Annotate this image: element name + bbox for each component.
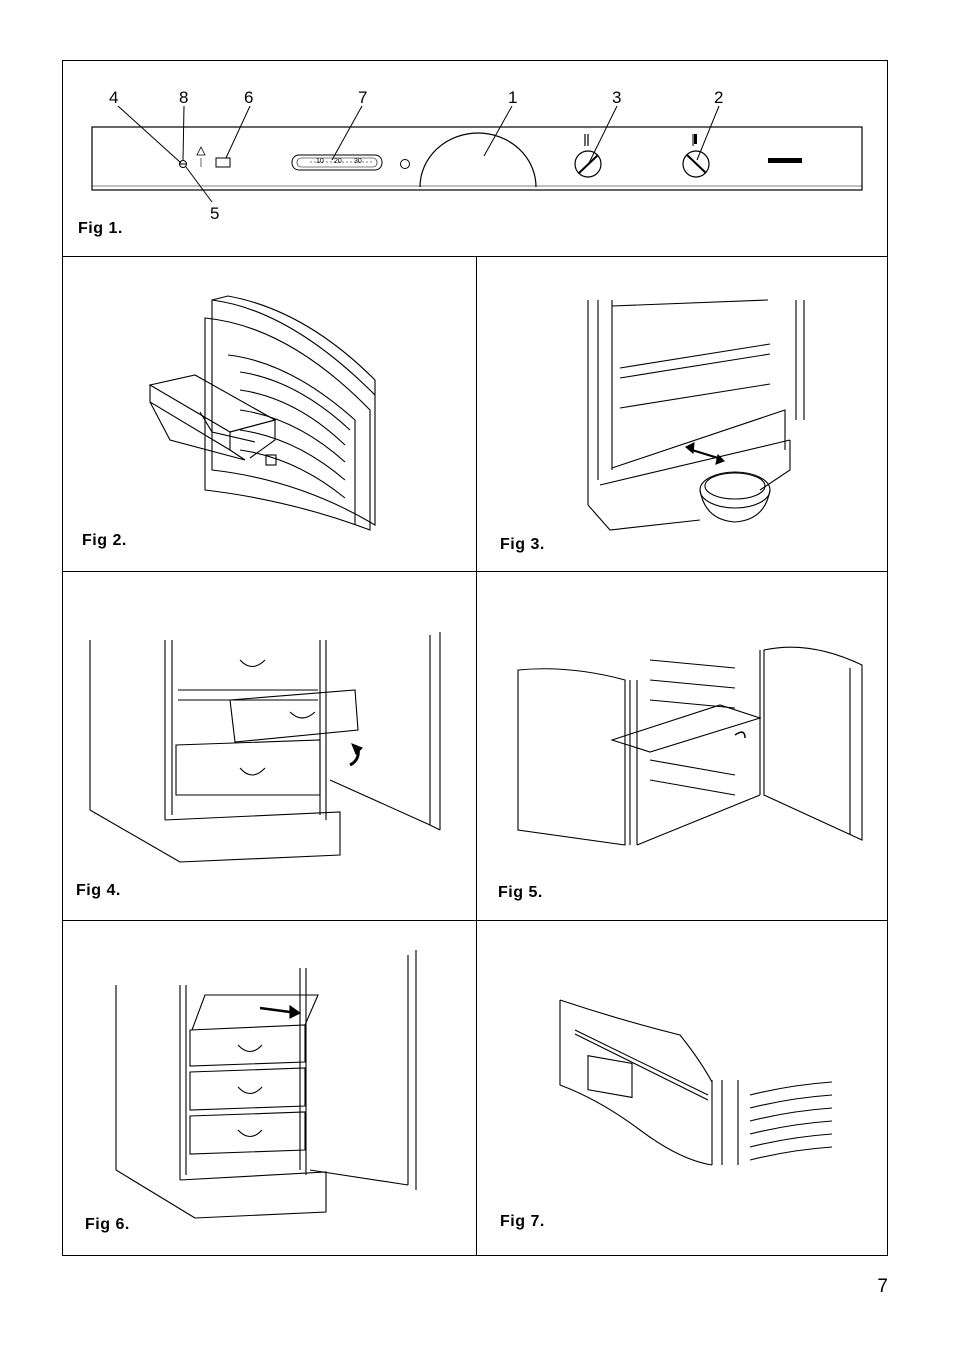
fig3-defrost-bowl-illustration: [587, 299, 805, 531]
fig2-door-flap-illustration: [148, 295, 376, 531]
row-divider-2: [62, 571, 888, 572]
fig7-ventilation-grille-illustration: [559, 999, 833, 1166]
fig5-caption: Fig 5.: [498, 884, 543, 901]
callout-4: 4: [109, 88, 119, 107]
fig3-caption: Fig 3.: [500, 536, 545, 553]
scale-label-20: 20: [334, 158, 342, 165]
scale-label-10: 10: [316, 158, 324, 165]
fig6-caption: Fig 6.: [85, 1216, 130, 1233]
scale-label-30: 30: [354, 158, 362, 165]
control-panel-illustration: [91, 105, 863, 203]
row-divider-1: [62, 256, 888, 257]
callout-2: 2: [714, 88, 724, 107]
fig4-caption: Fig 4.: [76, 882, 121, 899]
fig7-caption: Fig 7.: [500, 1213, 545, 1230]
fig2-caption: Fig 2.: [82, 532, 127, 549]
callout-1: 1: [508, 88, 518, 107]
row-divider-3: [62, 920, 888, 921]
fig1-caption: Fig 1.: [78, 220, 123, 237]
figure-frame: [62, 60, 888, 1256]
callout-5: 5: [210, 204, 220, 223]
callout-8: 8: [179, 88, 189, 107]
page-number: 7: [877, 1276, 888, 1297]
fig4-drawer-removal-illustration: [89, 632, 441, 863]
callout-6: 6: [244, 88, 254, 107]
fig6-flap-open-illustration: [115, 950, 417, 1219]
callout-7: 7: [358, 88, 368, 107]
column-divider: [476, 256, 477, 1256]
fig5-shelf-illustration: [517, 646, 863, 846]
callout-3: 3: [612, 88, 622, 107]
